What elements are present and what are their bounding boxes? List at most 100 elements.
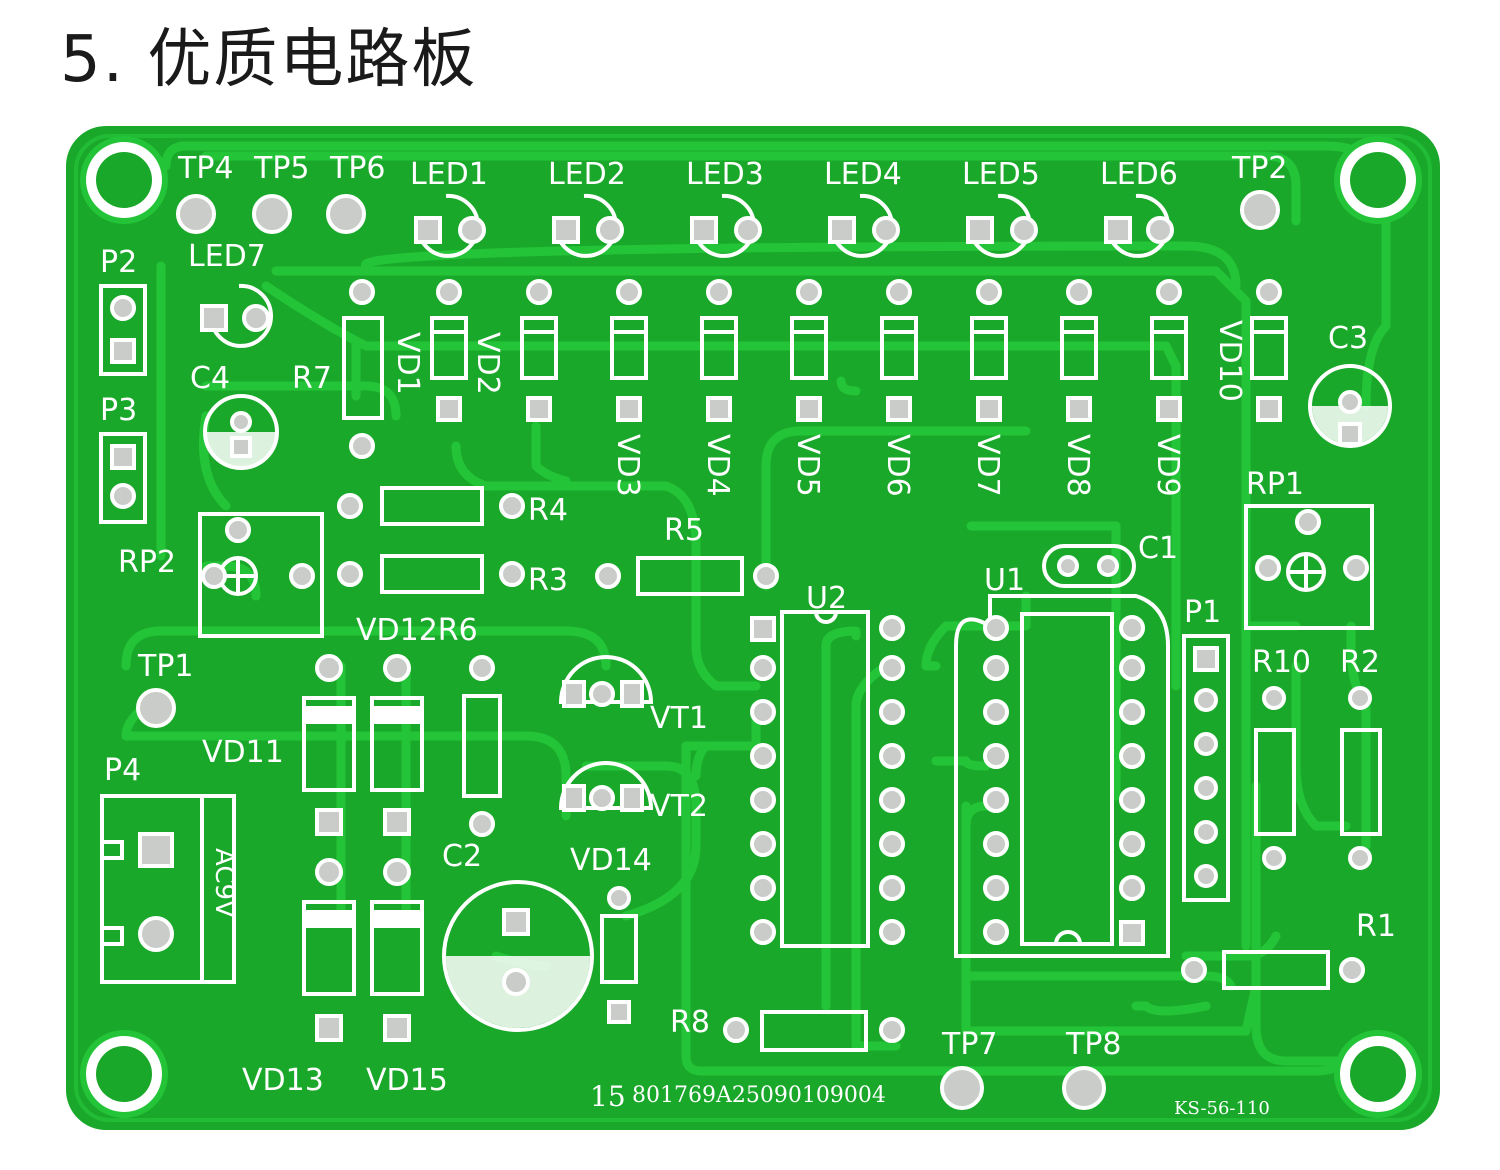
label-c1: C1 (1138, 531, 1178, 566)
label-led6: LED6 (1100, 157, 1178, 192)
label-serial-code: 801769A25090109004 (632, 1083, 886, 1108)
label-u1: U1 (984, 563, 1025, 598)
label-led4: LED4 (824, 157, 902, 192)
label-vd6: VD6 (880, 434, 915, 497)
rp2-outline (198, 512, 324, 638)
label-led5: LED5 (962, 157, 1040, 192)
label-vd13: VD13 (242, 1063, 324, 1098)
label-p2: P2 (100, 245, 137, 280)
label-vd15: VD15 (366, 1063, 448, 1098)
mounting-hole-top-left (80, 136, 168, 224)
mounting-hole-top-right (1334, 136, 1422, 224)
page-heading: 5. 优质电路板 (60, 8, 477, 100)
label-vd5: VD5 (790, 434, 825, 497)
label-r7: R7 (292, 361, 332, 396)
label-tp7: TP7 (941, 1027, 998, 1062)
label-tp5: TP5 (253, 151, 310, 186)
label-vd7: VD7 (970, 434, 1005, 497)
label-vt2: VT2 (650, 789, 708, 824)
label-led3: LED3 (686, 157, 764, 192)
r3-outline (380, 554, 484, 594)
vd14-outline (600, 914, 638, 984)
label-tp8: TP8 (1065, 1027, 1122, 1062)
led4-outline (830, 193, 894, 258)
led2-outline (554, 193, 618, 258)
label-vd1: VD1 (390, 332, 425, 395)
label-r10: R10 (1252, 645, 1311, 680)
label-r2: R2 (1340, 645, 1380, 680)
label-vd10: VD10 (1212, 320, 1247, 402)
led3-outline (692, 193, 756, 258)
label-led2: LED2 (548, 157, 626, 192)
led1-outline (416, 193, 480, 258)
label-vd3: VD3 (610, 434, 645, 497)
p3-outline (99, 432, 147, 524)
silkscreen-labels: TP4 TP5 TP6 LED1 LED2 LED3 LED4 LED5 LED… (100, 151, 1396, 1119)
label-rp2: RP2 (118, 545, 176, 580)
c2-outline (442, 880, 594, 1032)
mounting-hole-bottom-right (1334, 1030, 1422, 1118)
label-led1: LED1 (410, 157, 488, 192)
p1-outline (1182, 634, 1230, 902)
label-r5: R5 (664, 513, 704, 548)
heading-number: 5 (60, 23, 103, 97)
led7-outline (209, 283, 273, 348)
r5-outline (636, 556, 744, 596)
label-vd9: VD9 (1150, 434, 1185, 497)
label-led7: LED7 (188, 239, 266, 274)
label-p3: P3 (100, 393, 137, 428)
label-p1: P1 (1184, 595, 1221, 630)
r2-outline (1340, 728, 1382, 836)
r1-outline (1222, 950, 1330, 990)
label-tp2: TP2 (1231, 151, 1288, 186)
heading-title: 优质电路板 (147, 23, 478, 97)
circuit-board-graphic: TP4 TP5 TP6 LED1 LED2 LED3 LED4 LED5 LED… (66, 126, 1440, 1130)
label-u2: U2 (806, 581, 847, 616)
diode-outlines (430, 316, 1288, 380)
label-rp1: RP1 (1246, 467, 1304, 502)
label-tp4: TP4 (177, 151, 234, 186)
p4-outline (100, 794, 236, 984)
label-p4: P4 (104, 753, 141, 788)
label-r1: R1 (1356, 909, 1396, 944)
label-tp1: TP1 (137, 649, 194, 684)
label-r3: R3 (528, 563, 568, 598)
label-lot-number: 15 (590, 1080, 626, 1113)
label-vd4: VD4 (700, 434, 735, 497)
r8-outline (760, 1010, 868, 1052)
circuit-board: TP4 TP5 TP6 LED1 LED2 LED3 LED4 LED5 LED… (66, 126, 1440, 1130)
label-vd2: VD2 (470, 332, 505, 395)
c1-outline (1042, 544, 1136, 588)
label-vd11: VD11 (202, 735, 284, 770)
led6-outline (1106, 193, 1170, 258)
r10-outline (1254, 728, 1296, 836)
label-vt1: VT1 (650, 701, 708, 736)
u1-outline (1020, 612, 1114, 946)
copper-traces (121, 141, 1391, 1076)
label-vd14: VD14 (570, 843, 652, 878)
led5-outline (968, 193, 1032, 258)
label-vd8: VD8 (1060, 434, 1095, 497)
r4-outline (380, 486, 484, 526)
label-c2: C2 (442, 839, 482, 874)
mounting-holes (80, 136, 1422, 1118)
u1-socket-outline (954, 594, 1170, 958)
label-c4: C4 (190, 361, 230, 396)
pads (110, 190, 1372, 1110)
label-model-code: KS-56-110 (1174, 1098, 1270, 1119)
large-diode-outlines (302, 696, 424, 996)
p2-outline (99, 284, 147, 376)
mounting-hole-bottom-left (80, 1030, 168, 1118)
label-ac9v: AC9V (209, 848, 239, 918)
heading-dot: . (102, 23, 126, 97)
r6-outline (462, 694, 502, 798)
label-c3: C3 (1328, 321, 1368, 356)
u2-outline (780, 610, 870, 948)
rp1-outline (1244, 504, 1374, 630)
label-r8: R8 (670, 1005, 710, 1040)
label-tp6: TP6 (329, 151, 386, 186)
r7-outline (342, 316, 384, 420)
board-edge-trace (74, 134, 1432, 1122)
label-r4: R4 (528, 493, 568, 528)
label-vd12r6: VD12R6 (356, 613, 478, 648)
